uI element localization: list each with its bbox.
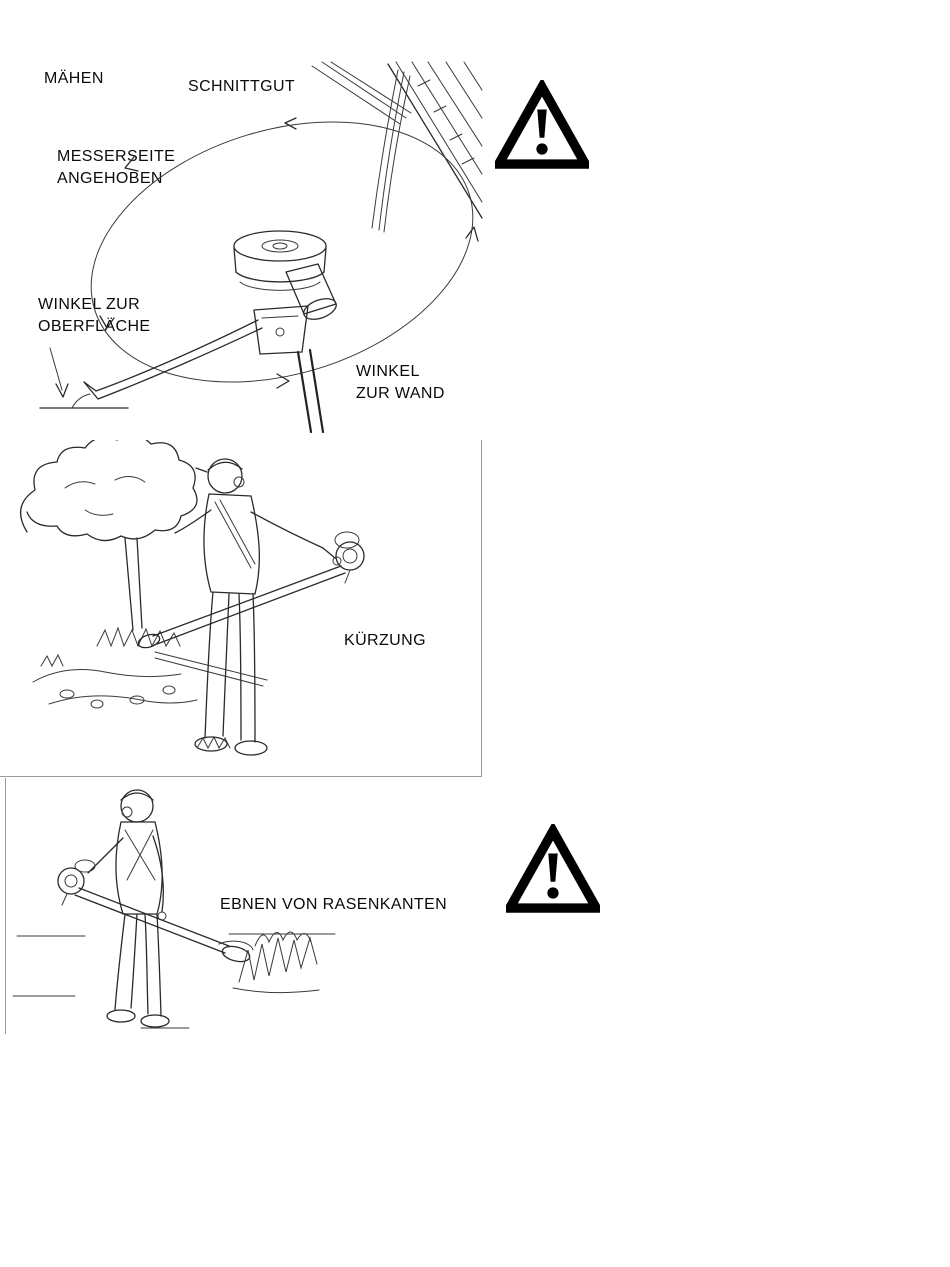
tree-canopy-drawing <box>19 440 198 542</box>
winkel-wand-label-line1: WINKEL <box>356 363 420 380</box>
trimmer-head-drawing <box>233 230 337 434</box>
rotation-path <box>90 117 479 389</box>
operator-drawing <box>174 458 342 756</box>
kuerzung-illustration <box>5 440 480 775</box>
grass-tuft <box>196 735 231 750</box>
warning-icon <box>501 821 605 916</box>
ground-lines <box>12 935 190 1029</box>
tree-trunk <box>124 537 134 631</box>
maehen-title: MÄHEN <box>44 70 104 87</box>
line-to-wall <box>371 69 411 233</box>
winkel-oberflaeche-label-line2: OBERFLÄCHE <box>38 318 151 335</box>
kuerzung-label: KÜRZUNG <box>344 632 426 649</box>
grass-tuft <box>96 626 181 648</box>
trimmer-drawing <box>57 859 254 963</box>
winkel-oberflaeche-label-line1: WINKEL ZUR <box>38 296 141 313</box>
section-border-left <box>5 778 6 1034</box>
winkel-wand-label-line2: ZUR WAND <box>356 385 445 402</box>
rasenkanten-illustration <box>5 778 405 1040</box>
grass-edge-drawing <box>228 931 336 994</box>
blade-arm-drawing <box>83 319 263 400</box>
wall-drawing <box>387 61 483 219</box>
ground-angle-drawing <box>39 347 129 409</box>
section-divider-vertical <box>481 440 482 776</box>
ground-debris-drawing <box>32 651 268 709</box>
rasenkanten-label: EBNEN VON RASENKANTEN <box>220 896 448 913</box>
warning-icon <box>490 77 594 172</box>
trimmer-drawing <box>137 531 365 649</box>
schnittgut-label: SCHNITTGUT <box>188 78 296 95</box>
messerseite-label-line1: MESSERSEITE <box>57 148 176 165</box>
maehen-illustration <box>30 60 490 435</box>
operator-drawing <box>87 789 170 1028</box>
messerseite-label-line2: ANGEHOBEN <box>57 170 163 187</box>
section-divider-horizontal <box>0 776 482 777</box>
